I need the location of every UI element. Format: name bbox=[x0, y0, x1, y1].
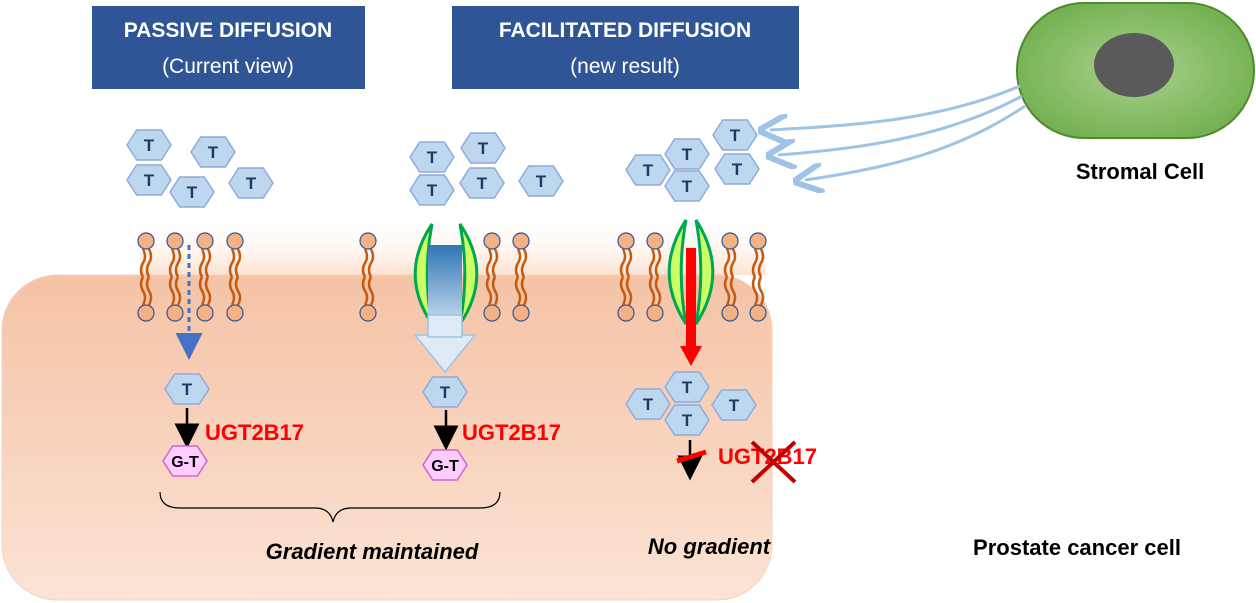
testosterone-molecule: T bbox=[409, 174, 455, 206]
testosterone-molecule: T bbox=[190, 136, 236, 168]
testosterone-molecule: T bbox=[164, 373, 210, 405]
testosterone-molecule: T bbox=[711, 389, 757, 421]
enzyme-label-facilitated: UGT2B17 bbox=[462, 420, 561, 445]
glucuronide-molecule: G-T bbox=[422, 449, 468, 481]
testosterone-molecule: T bbox=[126, 129, 172, 161]
testosterone-molecule-label: T bbox=[643, 161, 654, 180]
gradient-maintained-label: Gradient maintained bbox=[266, 539, 479, 564]
passive-diffusion-header: PASSIVE DIFFUSION (Current view) bbox=[92, 6, 365, 89]
testosterone-molecule-label: T bbox=[478, 139, 489, 158]
testosterone-molecule: T bbox=[228, 167, 274, 199]
blocked-flow-arrow bbox=[680, 248, 702, 366]
stromal-nucleus bbox=[1094, 33, 1174, 97]
testosterone-molecule-label: T bbox=[643, 395, 654, 414]
testosterone-molecule: T bbox=[664, 138, 710, 170]
enzyme-label-passive: UGT2B17 bbox=[205, 420, 304, 445]
testosterone-molecule: T bbox=[712, 119, 758, 151]
testosterone-molecule: T bbox=[409, 141, 455, 173]
testosterone-molecule-label: T bbox=[682, 378, 693, 397]
testosterone-molecule-label: T bbox=[182, 380, 193, 399]
glucuronide-molecule-label: G-T bbox=[431, 458, 459, 475]
testosterone-molecule: T bbox=[664, 404, 710, 436]
testosterone-molecule-label: T bbox=[427, 148, 438, 167]
testosterone-molecule-label: T bbox=[682, 145, 693, 164]
inhibition-bar bbox=[676, 449, 707, 464]
testosterone-molecule-label: T bbox=[208, 143, 219, 162]
lipid-pair bbox=[749, 232, 767, 322]
passive-title: PASSIVE DIFFUSION bbox=[124, 19, 332, 42]
prostate-cancer-cell-label: Prostate cancer cell bbox=[973, 535, 1181, 560]
lipid-pair bbox=[617, 232, 635, 322]
testosterone-molecule-label: T bbox=[729, 396, 740, 415]
lipid-pair bbox=[196, 232, 214, 322]
lipid-pair bbox=[359, 232, 377, 322]
testosterone-molecule: T bbox=[422, 376, 468, 408]
testosterone-molecule: T bbox=[518, 165, 564, 197]
testosterone-molecule: T bbox=[664, 170, 710, 202]
secretion-arrows bbox=[770, 84, 1026, 180]
testosterone-molecule-label: T bbox=[732, 160, 743, 179]
glucuronide-molecule-label: G-T bbox=[171, 454, 199, 471]
testosterone-molecule-label: T bbox=[682, 177, 693, 196]
testosterone-molecule: T bbox=[625, 388, 671, 420]
testosterone-molecule-label: T bbox=[187, 183, 198, 202]
facilitated-flow-arrow bbox=[413, 245, 477, 374]
testosterone-molecule-label: T bbox=[246, 174, 257, 193]
facilitated-subtitle: (new result) bbox=[570, 55, 680, 78]
testosterone-molecule-label: T bbox=[477, 174, 488, 193]
lipid-pair bbox=[646, 232, 664, 322]
testosterone-molecule: T bbox=[664, 371, 710, 403]
knockout-cross bbox=[750, 440, 797, 484]
lipid-pair bbox=[483, 232, 501, 322]
stromal-cell-label: Stromal Cell bbox=[1076, 159, 1204, 184]
testosterone-molecule-label: T bbox=[730, 126, 741, 145]
testosterone-molecule: T bbox=[460, 132, 506, 164]
testosterone-molecule: T bbox=[459, 167, 505, 199]
testosterone-molecule-label: T bbox=[440, 383, 451, 402]
facilitated-diffusion-header: FACILITATED DIFFUSION (new result) bbox=[452, 6, 799, 89]
testosterone-molecule: T bbox=[625, 154, 671, 186]
lipid-pair bbox=[721, 232, 739, 322]
glucuronide-molecule: G-T bbox=[162, 445, 208, 477]
testosterone-molecule-label: T bbox=[144, 136, 155, 155]
lipid-pair bbox=[512, 232, 530, 322]
lipid-bilayers bbox=[137, 232, 767, 322]
passive-subtitle: (Current view) bbox=[162, 55, 294, 78]
lipid-pair bbox=[226, 232, 244, 322]
testosterone-molecule: T bbox=[714, 153, 760, 185]
lipid-pair bbox=[137, 232, 155, 322]
glucuronide-molecules: G-T G-T bbox=[162, 445, 468, 481]
testosterone-molecule-label: T bbox=[536, 172, 547, 191]
testosterone-molecule: T bbox=[126, 164, 172, 196]
no-gradient-label: No gradient bbox=[648, 534, 772, 559]
testosterone-molecule-label: T bbox=[682, 411, 693, 430]
lipid-pair bbox=[166, 232, 184, 322]
testosterone-molecule-label: T bbox=[427, 181, 438, 200]
facilitated-title: FACILITATED DIFFUSION bbox=[499, 19, 751, 42]
testosterone-molecule-label: T bbox=[144, 171, 155, 190]
stromal-cell bbox=[1016, 2, 1255, 139]
testosterone-molecule: T bbox=[169, 176, 215, 208]
gradient-brace bbox=[159, 491, 501, 523]
